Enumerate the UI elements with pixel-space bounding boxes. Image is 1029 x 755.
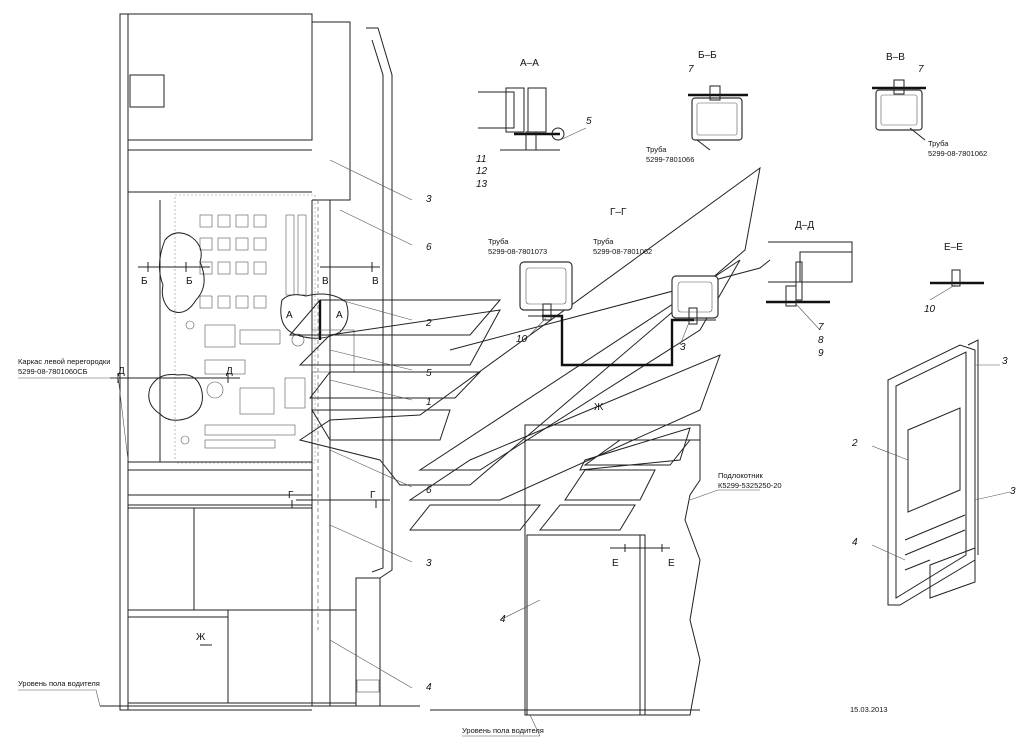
section-gg-title: Г–Г [610, 207, 627, 218]
leader-lines [18, 127, 1011, 737]
section-vv [872, 79, 926, 141]
callout-4-center: 4 [500, 614, 506, 625]
left-frame-view [100, 13, 420, 711]
section-gg [519, 261, 719, 367]
cut-mark-v-right: В [372, 276, 379, 287]
section-ee [930, 269, 984, 287]
truba-vv-code: 5299-08-7801062 [928, 149, 987, 158]
callout-7-dd: 7 [818, 322, 824, 333]
cut-mark-g-right: Г [370, 490, 376, 501]
callout-12: 12 [476, 166, 488, 177]
frame-code: 5299-08-7801060СБ [18, 367, 88, 376]
cut-mark-g-left: Г [288, 490, 294, 501]
callout-5: 5 [426, 368, 432, 379]
podlokotnik-title: Подлокотник [718, 471, 764, 480]
cut-mark-zh-left: Ж [196, 632, 206, 643]
callout-11: 11 [476, 154, 486, 165]
section-ee-title: Е–Е [944, 242, 963, 253]
truba-gg1-code: 5299-08-7801073 [488, 247, 547, 256]
section-aa [478, 87, 565, 151]
callout-5-aa: 5 [586, 116, 592, 127]
truba-vv-label: Труба [928, 139, 949, 148]
callout-2: 2 [425, 318, 432, 329]
callout-9: 9 [818, 348, 824, 359]
text-labels: А–А Б–Б В–В Г–Г Д–Д Е–Е А А Б Б В В Г Г … [18, 50, 1016, 735]
cut-mark-a-right: А [336, 310, 343, 321]
component-grid [180, 214, 307, 449]
callout-10-ee: 10 [924, 304, 936, 315]
isometric-panel [887, 339, 979, 606]
perspective-strips [288, 166, 771, 531]
callout-7-vv: 7 [918, 64, 924, 75]
section-dd-title: Д–Д [795, 220, 814, 231]
callout-6-top: 6 [426, 242, 432, 253]
section-bb-title: Б–Б [698, 50, 717, 61]
callout-8: 8 [818, 335, 824, 346]
floor-level-left: Уровень пола водителя [18, 679, 100, 688]
cut-mark-e-right: Е [668, 558, 675, 569]
truba-gg1-label: Труба [488, 237, 509, 246]
truba-gg2-code: 5299-08-7801062 [593, 247, 652, 256]
cut-mark-b-right: Б [186, 276, 193, 287]
callout-3-iso-mid: 3 [1010, 486, 1016, 497]
cut-mark-b-left: Б [141, 276, 148, 287]
callout-10-gg: 10 [516, 334, 528, 345]
section-vv-title: В–В [886, 52, 905, 63]
cut-mark-v-left: В [322, 276, 329, 287]
callout-3-gg: 3 [680, 342, 686, 353]
callout-1: 1 [426, 397, 432, 408]
cut-marks-left [110, 262, 390, 646]
drawing-date: 15.03.2013 [850, 705, 888, 714]
callout-3-mid: 3 [426, 558, 432, 569]
callout-2-iso: 2 [851, 438, 858, 449]
podlokotnik-code: К5299-5325250-20 [718, 481, 782, 490]
cut-mark-d-right: Д [226, 366, 233, 377]
callout-4-left: 4 [426, 682, 432, 693]
callout-6-mid: 6 [426, 485, 432, 496]
callout-3-top: 3 [426, 194, 432, 205]
section-aa-title: А–А [520, 58, 539, 69]
cut-mark-e-left: Е [612, 558, 619, 569]
callout-4-iso: 4 [852, 537, 858, 548]
section-bb [688, 85, 748, 151]
callout-13: 13 [476, 179, 488, 190]
callout-3-iso-top: 3 [1002, 356, 1008, 367]
section-dd [766, 241, 853, 307]
callout-7-bb: 7 [688, 64, 694, 75]
cut-mark-d-left: Д [118, 366, 125, 377]
frame-title: Каркас левой перегородки [18, 357, 110, 366]
view-zh [430, 424, 701, 716]
truba-gg2-label: Труба [593, 237, 614, 246]
floor-level-center: Уровень пола водителя [462, 726, 544, 735]
truba-bb-code: 5299-7801066 [646, 155, 694, 164]
cut-mark-a-left: А [286, 310, 293, 321]
truba-bb-label: Труба [646, 145, 667, 154]
cut-mark-zh-center: Ж [594, 402, 604, 413]
